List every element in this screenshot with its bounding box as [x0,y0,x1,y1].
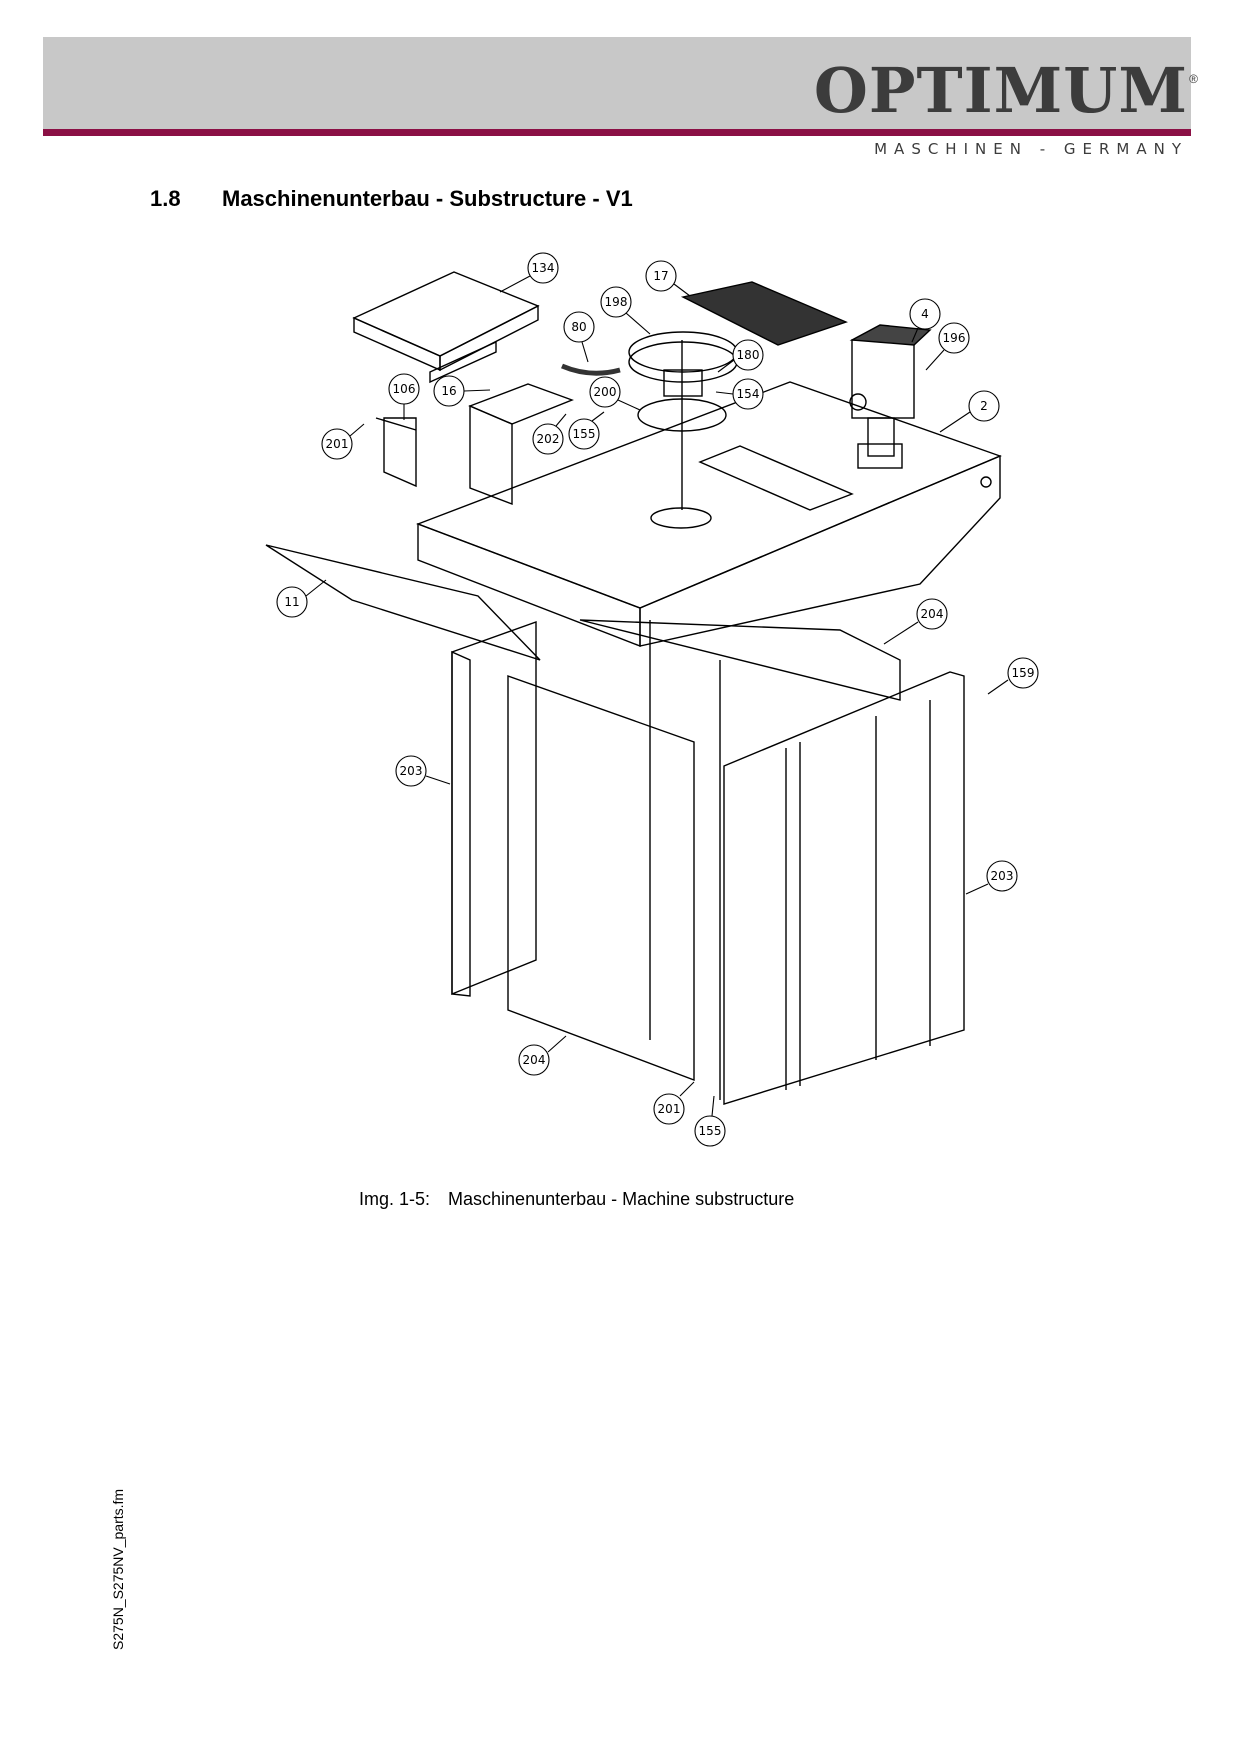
coolant-pump [849,324,932,469]
cabinet-door-left [507,675,695,1082]
callout-201-bottom: 201 [653,1081,695,1125]
brand-name: OPTIMUM [813,54,1188,127]
callout-155-top: 155 [568,411,605,450]
svg-text:155: 155 [573,427,596,441]
section-title: Maschinenunterbau - Substructure - V1 [222,186,633,211]
chip-tray [352,271,540,384]
callout-2: 2 [939,390,1000,433]
machine-base-tray [416,340,1002,648]
callout-159: 159 [987,657,1039,695]
svg-text:204: 204 [921,607,944,621]
callout-201-top: 201 [321,423,365,460]
svg-text:17: 17 [653,269,668,283]
wiper-segment [561,363,621,376]
callout-196: 196 [925,322,970,371]
svg-text:202: 202 [537,432,560,446]
cabinet-side-right [723,671,965,1105]
section-heading: 1.8 Maschinenunterbau - Substructure - V1 [150,186,633,212]
brand-tagline: MASCHINEN - GERMANY [874,140,1188,158]
source-filename: S275N_S275NV_parts.fm [110,1488,126,1650]
callout-203-left: 203 [395,755,451,787]
callout-group: 134 17 198 4 80 196 180 16 106 200 154 2… [276,252,1039,1147]
figure-label: Img. 1-5: [359,1189,431,1209]
callout-200: 200 [589,376,641,411]
header-rule [43,129,1191,136]
callout-202: 202 [532,413,567,455]
svg-text:180: 180 [737,348,760,362]
registered-mark: ® [1189,72,1198,86]
mounting-bracket [375,417,417,488]
svg-text:106: 106 [393,382,416,396]
cover-plate [468,383,574,506]
cabinet-back-frame [579,619,901,1100]
coolant-grid [680,281,848,346]
svg-text:203: 203 [400,764,423,778]
figure-caption-text: Maschinenunterbau - Machine substructure [448,1189,795,1209]
callout-204-bottom: 204 [518,1035,567,1076]
figure-caption: Img. 1-5: Maschinenunterbau - Machine sub… [359,1189,794,1210]
svg-text:2: 2 [980,399,988,413]
callout-154: 154 [715,378,764,410]
svg-text:201: 201 [658,1102,681,1116]
callout-80: 80 [563,311,595,363]
section-number: 1.8 [150,186,181,211]
header-band [43,37,1191,129]
svg-text:155: 155 [699,1124,722,1138]
svg-text:200: 200 [594,385,617,399]
svg-text:201: 201 [326,437,349,451]
svg-text:16: 16 [441,384,456,398]
svg-text:154: 154 [737,387,760,401]
callout-106: 106 [388,373,420,420]
svg-text:134: 134 [532,261,555,275]
callout-11: 11 [276,579,327,618]
callout-204-top: 204 [883,598,948,645]
svg-text:159: 159 [1012,666,1035,680]
svg-text:11: 11 [284,595,299,609]
callout-155-bottom: 155 [694,1095,726,1147]
callout-4: 4 [909,298,941,343]
callout-203-right: 203 [965,860,1018,895]
svg-text:204: 204 [523,1053,546,1067]
svg-text:198: 198 [605,295,628,309]
callout-16: 16 [433,375,491,407]
callout-198: 198 [600,286,651,335]
callout-134: 134 [499,252,559,293]
svg-text:80: 80 [571,320,586,334]
brand-logo: OPTIMUM ® [813,54,1198,127]
cabinet-side-left [451,621,537,997]
pump-base [628,331,738,397]
callout-180: 180 [717,339,764,373]
svg-text:4: 4 [921,307,929,321]
callout-17: 17 [645,260,691,297]
svg-text:203: 203 [991,869,1014,883]
svg-text:196: 196 [943,331,966,345]
